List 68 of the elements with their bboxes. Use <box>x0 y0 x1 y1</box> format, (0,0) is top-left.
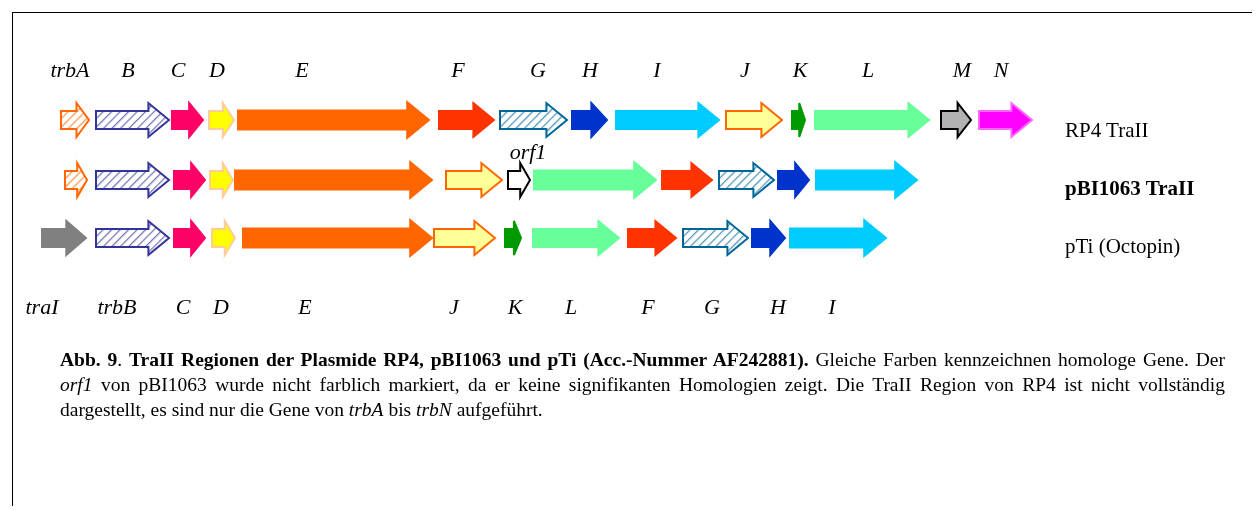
gene-symbol <box>789 219 887 257</box>
gene-symbol <box>978 102 1033 138</box>
gene-symbol <box>433 220 496 256</box>
gene-symbol <box>173 162 206 198</box>
gene-symbol <box>95 162 170 198</box>
row-label: pBI1063 TraII <box>1065 176 1195 200</box>
gene-symbol <box>60 102 90 138</box>
row-label: pTi (Octopin) <box>1065 234 1181 258</box>
gene-name: F <box>451 58 465 82</box>
gene-symbol <box>815 161 918 199</box>
gene-name: D <box>209 58 225 82</box>
gene-name: E <box>298 295 312 319</box>
gene-symbol <box>237 101 430 139</box>
gene-name: J <box>740 58 750 82</box>
gene-symbol <box>571 102 608 138</box>
gene-name: D <box>213 295 229 319</box>
gene-symbol <box>777 162 810 198</box>
gene-symbol <box>682 220 749 256</box>
gene-symbol <box>41 220 87 256</box>
gene-symbol <box>445 162 503 198</box>
gene-symbol <box>718 162 775 198</box>
gene-symbol <box>208 102 235 138</box>
gene-name: M <box>952 58 972 82</box>
gene-symbol <box>661 162 713 198</box>
gene-name: N <box>993 58 1009 82</box>
gene-name: C <box>170 58 186 82</box>
gene-name: F <box>641 295 655 319</box>
gene-symbol <box>173 220 206 256</box>
gene-symbol <box>95 220 170 256</box>
gene-name: I <box>828 295 836 319</box>
gene-symbol <box>438 102 495 138</box>
gene-symbol <box>234 161 433 199</box>
gene-name: C <box>175 295 191 319</box>
gene-name: trbA <box>50 58 90 82</box>
gene-symbol <box>64 162 88 198</box>
gene-name: J <box>449 295 459 319</box>
gene-symbol <box>242 219 433 257</box>
gene-name: traI <box>25 295 59 319</box>
gene-symbol <box>171 102 204 138</box>
gene-name: H <box>770 295 786 319</box>
gene-name: G <box>530 58 546 82</box>
gene-symbol <box>791 102 806 138</box>
gene-name: B <box>121 58 135 82</box>
gene-name: L <box>564 295 578 319</box>
gene-symbol <box>814 102 930 138</box>
gene-symbol <box>940 102 972 138</box>
gene-symbol <box>725 102 783 138</box>
gene-name: K <box>792 58 808 82</box>
gene-symbol <box>507 162 531 198</box>
gene-symbol <box>751 220 786 256</box>
gene-symbol <box>504 220 522 256</box>
gene-symbol <box>499 102 568 138</box>
gene-name: trbB <box>97 295 137 319</box>
gene-symbol <box>209 162 234 198</box>
gene-name: K <box>507 295 523 319</box>
figure-caption: Abb. 9. TraII Regionen der Plasmide RP4, pBI1063 und pTi (Acc.-Nummer AF242881). Gleiche Farben kennzeichnen homologe Gene. Der orf1 von pBI1063 wurde nicht farblich markiert, da er keine signifikanten Homologien zeigt. Die TraII Region von RP4 ist nicht vollständig dargestellt, es sind nur die Gene von trbA bis trbN aufgeführt. <box>60 348 1225 422</box>
gene-name: orf1 <box>509 140 547 164</box>
gene-name: L <box>861 58 875 82</box>
gene-symbol <box>627 220 677 256</box>
gene-name: H <box>582 58 598 82</box>
gene-symbol <box>211 220 236 256</box>
gene-name: G <box>704 295 720 319</box>
gene-name: I <box>653 58 661 82</box>
gene-symbol <box>615 102 720 138</box>
row-label: RP4 TraII <box>1065 118 1149 142</box>
gene-symbol <box>95 102 170 138</box>
gene-name: E <box>295 58 309 82</box>
gene-symbol <box>532 220 620 256</box>
